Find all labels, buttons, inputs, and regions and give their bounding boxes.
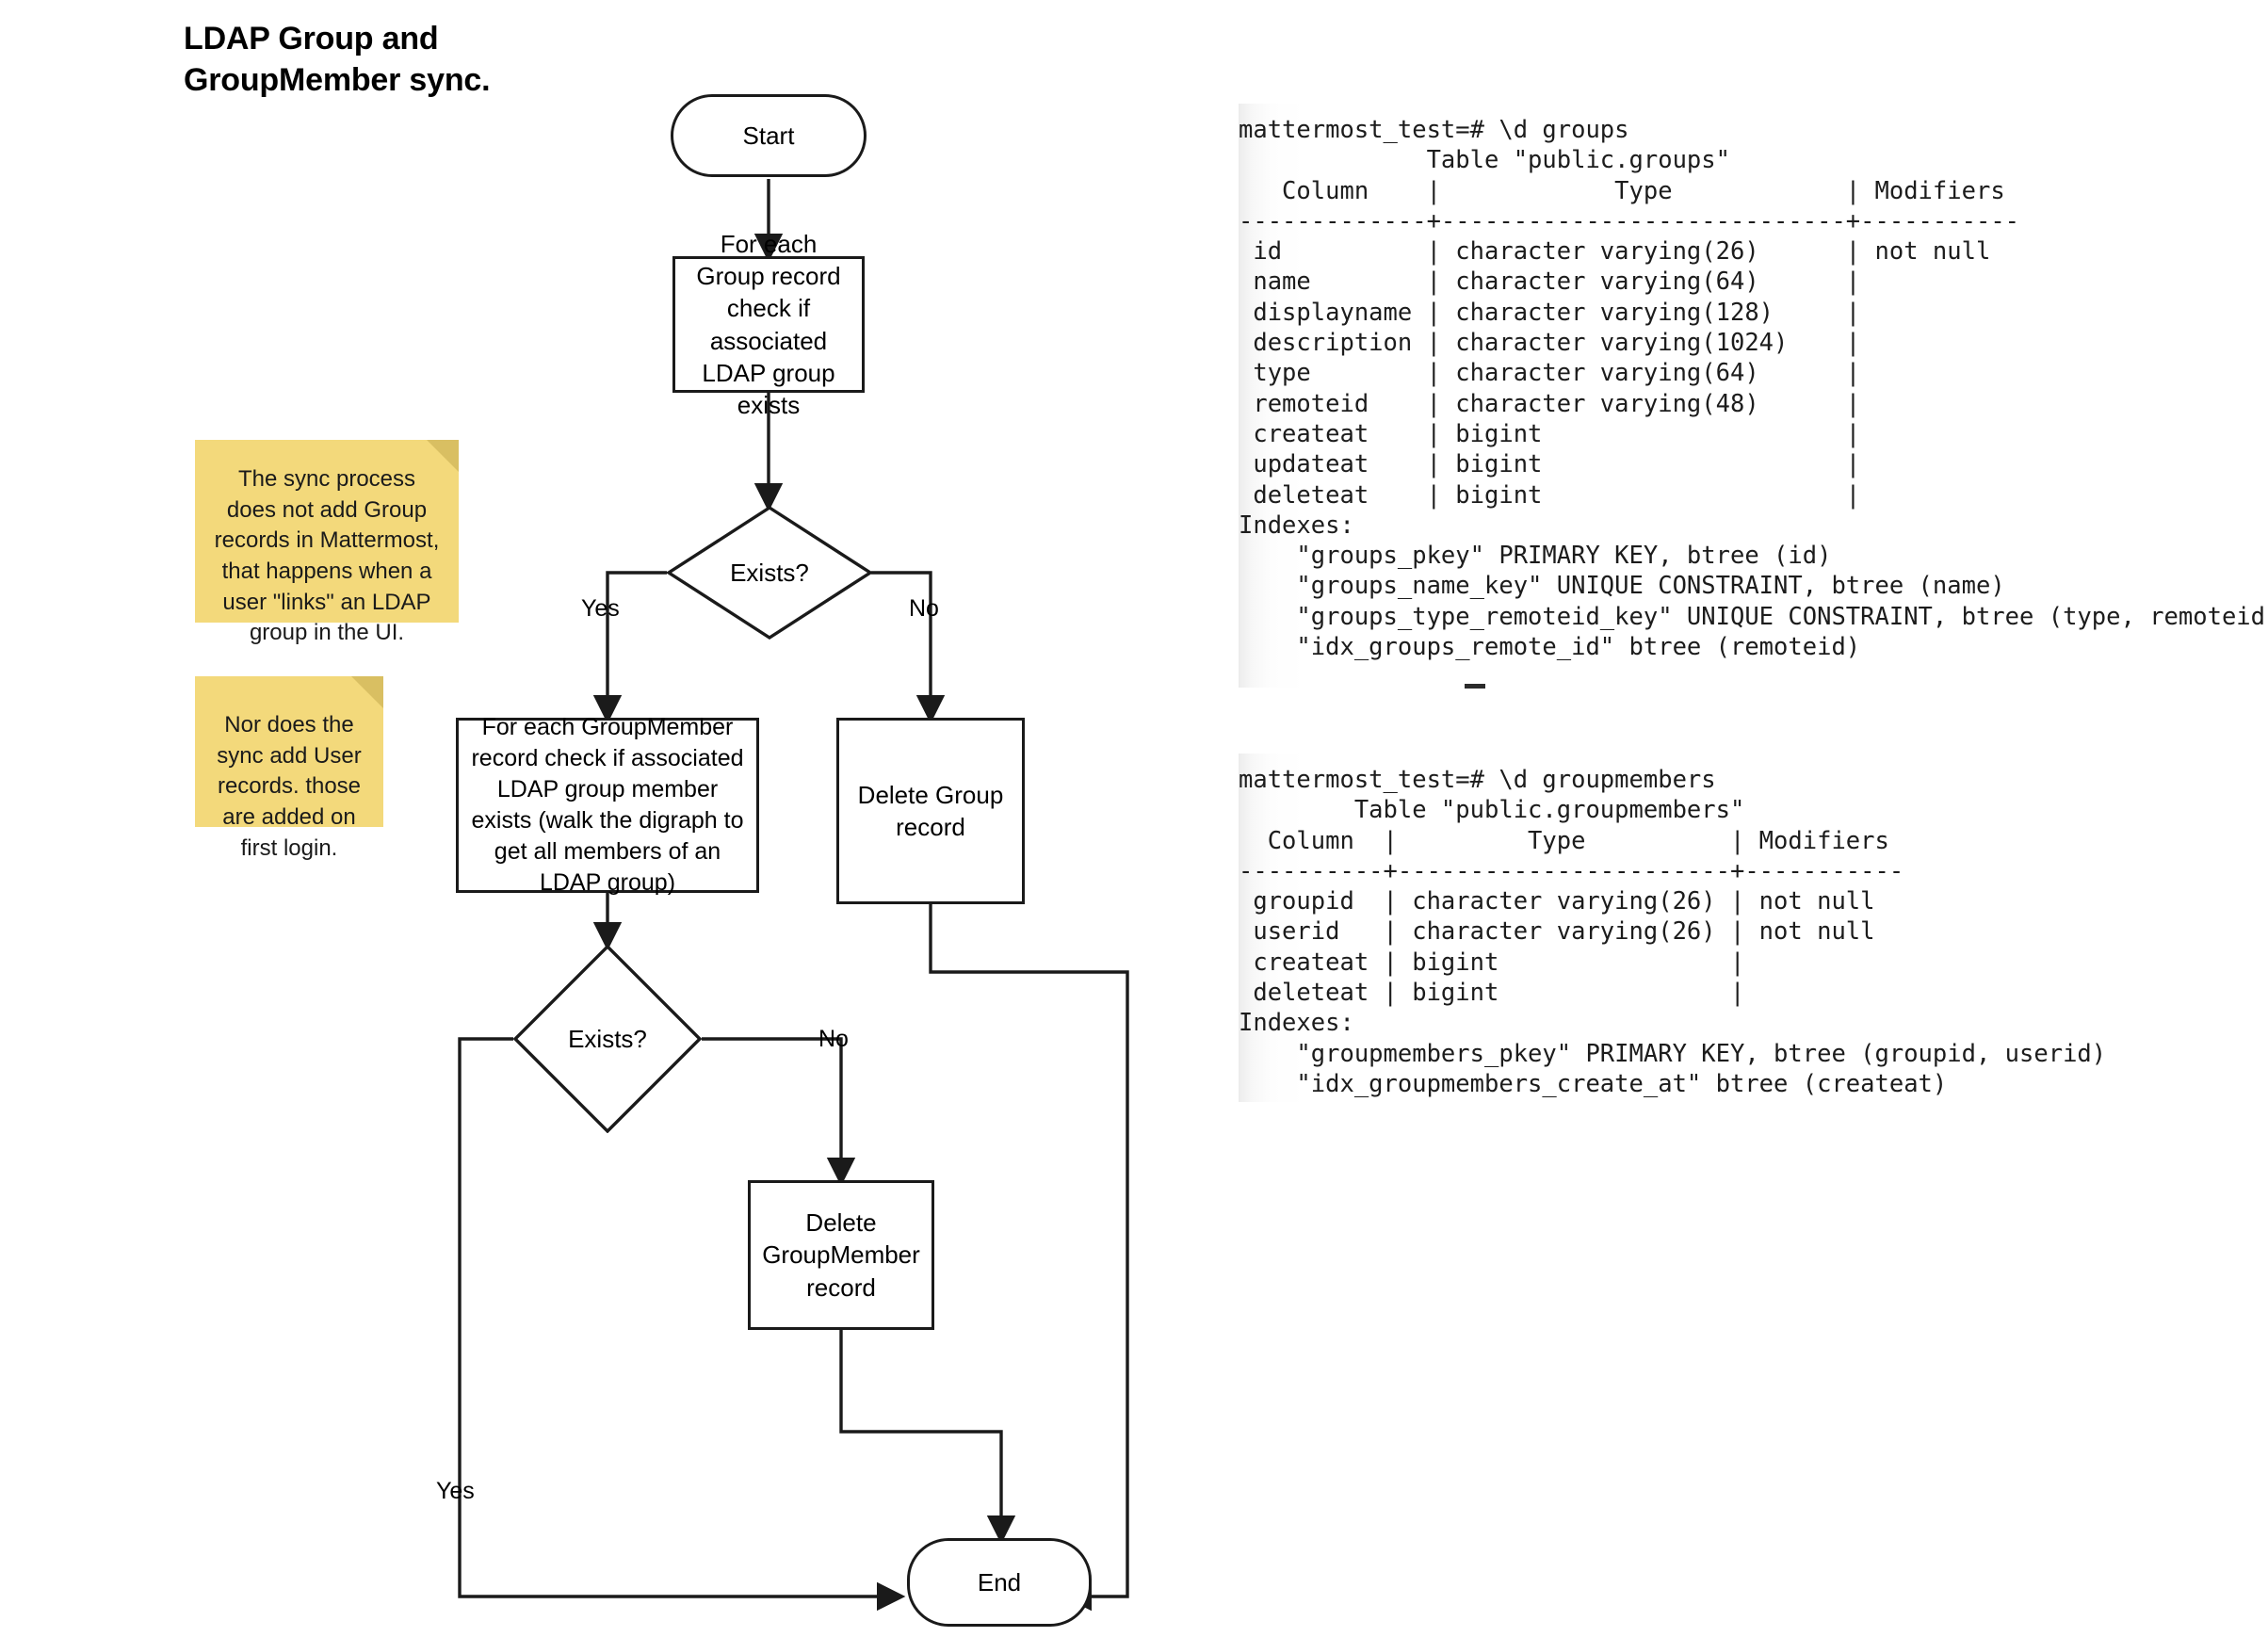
terminal-line: description | character varying(1024) | (1239, 329, 1861, 358)
terminal-line: "groupmembers_pkey" PRIMARY KEY, btree (… (1239, 1039, 2107, 1068)
node-check-group-record-label: For each Group record check if associate… (696, 229, 841, 420)
terminal-line: groupid | character varying(26) | not nu… (1239, 887, 1875, 916)
note-fold-corner-icon (351, 676, 383, 708)
groupmembers-table-output: mattermost_test=# \d groupmembers Table … (1239, 754, 2190, 1102)
node-check-group-record[interactable]: For each Group record check if associate… (672, 230, 865, 419)
terminal-line: Table "public.groupmembers" (1239, 796, 1745, 825)
terminal-line: Indexes: (1239, 511, 1354, 540)
note-fold-corner-icon (427, 440, 459, 472)
terminal-line: displayname | character varying(128) | (1239, 298, 1861, 327)
terminal-line: name | character varying(64) | (1239, 267, 1861, 297)
node-exists-decision-1[interactable]: Exists? (667, 506, 872, 640)
terminal-line: ----------+-----------------------+-----… (1239, 856, 1904, 885)
terminal-line: "groups_type_remoteid_key" UNIQUE CONSTR… (1239, 602, 2268, 631)
terminal-line: -------------+--------------------------… (1239, 206, 2020, 235)
edge-label-no-1: No (909, 595, 939, 622)
terminal-line: Column | Type | Modifiers (1239, 176, 2020, 205)
terminal-line: createat | bigint | (1239, 419, 1861, 448)
node-exists-decision-1-label: Exists? (730, 558, 809, 587)
edge-label-yes-2: Yes (436, 1478, 475, 1504)
terminal-line: createat | bigint | (1239, 948, 1745, 977)
terminal-line: userid | character varying(26) | not nul… (1239, 917, 1875, 947)
sticky-note-1: The sync process does not add Group reco… (195, 440, 459, 645)
terminal-line: "idx_groups_remote_id" btree (remoteid) (1239, 633, 1861, 662)
terminal-line: "groups_name_key" UNIQUE CONSTRAINT, btr… (1239, 572, 2005, 601)
sticky-note-2: Nor does the sync add User records. thos… (195, 676, 383, 861)
groups-table-output: mattermost_test=# \d groups Table "publi… (1239, 104, 2268, 688)
node-exists-decision-2[interactable]: Exists? (513, 945, 702, 1133)
node-start[interactable]: Start (671, 94, 867, 177)
node-delete-group-record[interactable]: Delete Group record (836, 718, 1025, 904)
terminal-line: id | character varying(26) | not null (1239, 237, 1991, 267)
terminal-cursor-dash (1465, 684, 1485, 689)
terminal-line: Column | Type | Modifiers (1239, 826, 1904, 855)
node-check-groupmember-record[interactable]: For each GroupMember record check if ass… (456, 714, 759, 896)
edge-label-no-2: No (818, 1026, 849, 1052)
terminal-line: Table "public.groups" (1239, 146, 1730, 175)
sticky-note-2-text: Nor does the sync add User records. thos… (217, 712, 362, 861)
terminal-line: remoteid | character varying(48) | (1239, 389, 1861, 418)
node-delete-group-record-label: Delete Group record (857, 780, 1004, 841)
node-delete-groupmember-record[interactable]: Delete GroupMember record (748, 1180, 934, 1330)
sticky-note-1-text: The sync process does not add Group reco… (214, 466, 440, 646)
terminal-line: deleteat | bigint | (1239, 979, 1745, 1008)
terminal-line: deleteat | bigint | (1239, 480, 1861, 510)
node-end-label: End (977, 1567, 1022, 1596)
node-end[interactable]: End (907, 1538, 1092, 1627)
terminal-line: "idx_groupmembers_create_at" btree (crea… (1239, 1069, 1948, 1098)
node-start-label: Start (742, 121, 795, 150)
terminal-line: type | character varying(64) | (1239, 359, 1861, 388)
node-check-groupmember-record-label: For each GroupMember record check if ass… (471, 714, 744, 896)
terminal-line: updateat | bigint | (1239, 450, 1861, 479)
page-title: LDAP Group and GroupMember sync. (184, 21, 491, 98)
terminal-line: mattermost_test=# \d groupmembers (1239, 766, 1716, 794)
node-delete-groupmember-record-label: Delete GroupMember record (762, 1208, 920, 1302)
terminal-line: mattermost_test=# \d groups (1239, 116, 1629, 144)
terminal-line: Indexes: (1239, 1009, 1354, 1038)
terminal-line: "groups_pkey" PRIMARY KEY, btree (id) (1239, 542, 1832, 571)
node-exists-decision-2-label: Exists? (568, 1024, 647, 1053)
edge-label-yes-1: Yes (581, 595, 620, 622)
